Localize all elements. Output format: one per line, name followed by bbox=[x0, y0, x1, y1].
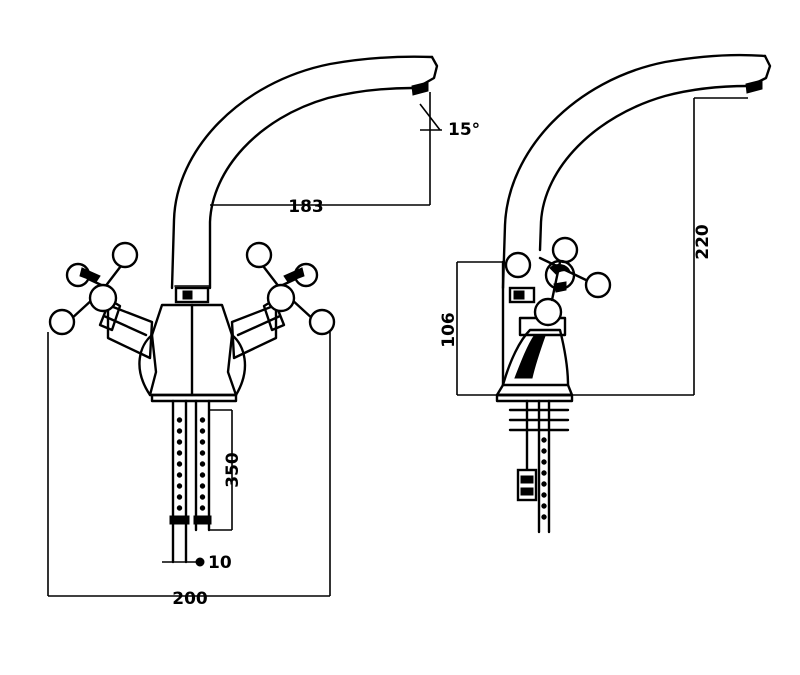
pipe-bead bbox=[541, 470, 547, 476]
pipe-bead bbox=[541, 503, 547, 509]
side-body bbox=[495, 260, 574, 403]
dim-spout-angle: 15° bbox=[448, 120, 480, 140]
front-body bbox=[138, 303, 247, 403]
side-dimensions bbox=[456, 97, 748, 396]
pipe-bead bbox=[199, 450, 206, 456]
pipe-bead bbox=[199, 461, 206, 467]
front-right-handle bbox=[230, 241, 336, 360]
pipe-bead bbox=[541, 448, 547, 454]
dim-spout-reach: 183 bbox=[288, 197, 324, 217]
pipe-bead bbox=[199, 428, 206, 434]
pipe-bead bbox=[176, 461, 183, 467]
pipe-bead bbox=[199, 505, 206, 511]
pipe-bead bbox=[541, 481, 547, 487]
dim-pipe-diameter: 10 bbox=[208, 553, 232, 573]
pipe-bead bbox=[176, 439, 183, 445]
dim-total-height: 220 bbox=[693, 224, 713, 260]
pipe-bead bbox=[176, 417, 183, 423]
pipe-bead bbox=[176, 483, 183, 489]
dim-overall-width: 200 bbox=[172, 589, 208, 609]
pipe-bead bbox=[199, 472, 206, 478]
pipe-bead bbox=[541, 492, 547, 498]
side-supply-pipes bbox=[508, 399, 570, 534]
pipe-bead bbox=[541, 459, 547, 465]
pipe-bead bbox=[176, 428, 183, 434]
pipe-bead bbox=[176, 505, 183, 511]
side-handle bbox=[504, 236, 612, 327]
dim-pipe-length: 350 bbox=[223, 452, 243, 488]
pipe-bead bbox=[541, 514, 547, 520]
front-view: 183 15° 200 350 10 bbox=[47, 55, 480, 609]
dim-body-height: 106 bbox=[439, 312, 459, 348]
pipe-bead bbox=[199, 417, 206, 423]
pipe-bead bbox=[541, 437, 547, 443]
front-supply-pipes bbox=[169, 399, 212, 564]
side-spout bbox=[501, 53, 772, 304]
pipe-bead bbox=[176, 494, 183, 500]
pipe-bead bbox=[199, 494, 206, 500]
side-view: 220 106 bbox=[439, 53, 772, 534]
front-spout bbox=[170, 55, 439, 304]
pipe-bead bbox=[199, 439, 206, 445]
front-left-handle bbox=[48, 241, 154, 360]
pipe-bead bbox=[176, 450, 183, 456]
front-dimensions bbox=[47, 92, 442, 597]
pipe-bead bbox=[199, 483, 206, 489]
pipe-bead bbox=[176, 472, 183, 478]
